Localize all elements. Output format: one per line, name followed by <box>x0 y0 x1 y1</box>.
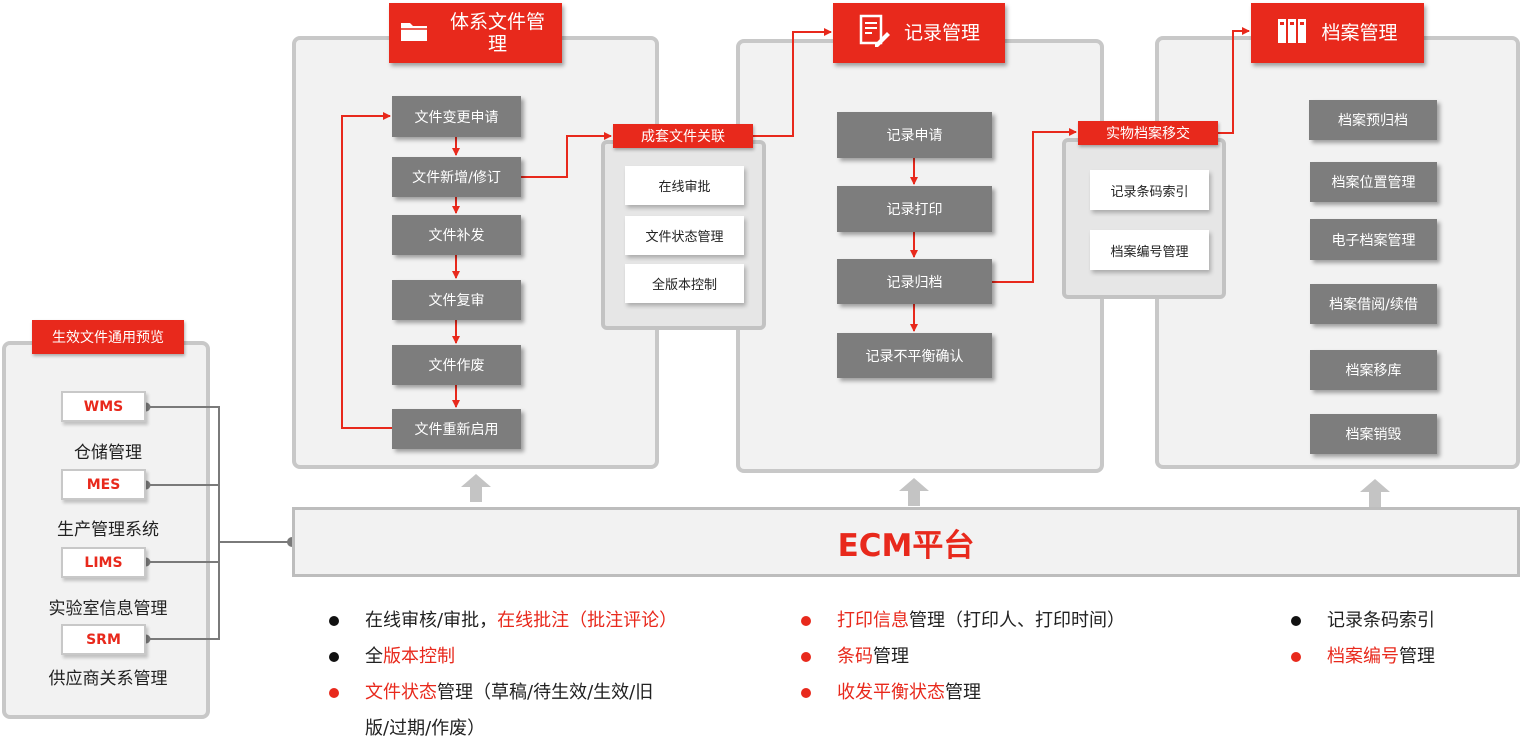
system-mes: MES <box>61 469 146 500</box>
features-list-archives: 记录条码索引 档案编号管理 <box>1291 603 1511 675</box>
binders-icon <box>1277 18 1307 49</box>
features-list-docs: 在线审核/审批，在线批注（批注评论） 全版本控制 文件状态管理（草稿/待生效/生… <box>329 603 729 747</box>
record-step-apply: 记录申请 <box>837 112 992 158</box>
list-item: 文件状态管理（草稿/待生效/生效/旧 <box>329 675 729 711</box>
system-lims: LIMS <box>61 547 146 578</box>
list-item: 打印信息管理（打印人、打印时间） <box>801 603 1181 639</box>
folder-icon <box>399 18 429 49</box>
list-item: 版/过期/作废） <box>365 718 486 739</box>
list-item: 档案编号管理 <box>1291 639 1511 675</box>
archive-item-electronic: 电子档案管理 <box>1310 219 1437 260</box>
list-item: 全版本控制 <box>329 639 729 675</box>
system-srm-name: 供应商关系管理 <box>48 669 168 689</box>
doc-step-reissue: 文件补发 <box>392 215 521 255</box>
record-step-imbalance-confirm: 记录不平衡确认 <box>837 333 992 378</box>
archive-item-destroy: 档案销毁 <box>1310 414 1437 454</box>
transfer-item-barcode-index: 记录条码索引 <box>1090 170 1209 210</box>
doc-step-add-revise: 文件新增/修订 <box>392 157 521 197</box>
list-item: 在线审核/审批，在线批注（批注评论） <box>329 603 729 639</box>
set-link-label: 成套文件关联 <box>613 124 753 148</box>
preview-title: 生效文件通用预览 <box>32 320 184 354</box>
record-mgmt-panel <box>736 39 1104 473</box>
transfer-label: 实物档案移交 <box>1078 121 1218 145</box>
ecm-platform-bar: ECM平台 <box>292 507 1520 577</box>
list-item: 收发平衡状态管理 <box>801 675 1181 711</box>
features-list-records: 打印信息管理（打印人、打印时间） 条码管理 收发平衡状态管理 <box>801 603 1181 711</box>
doc-step-obsolete: 文件作废 <box>392 345 521 385</box>
doc-step-change-request: 文件变更申请 <box>392 96 521 137</box>
archive-item-borrow: 档案借阅/续借 <box>1310 284 1437 324</box>
doc-step-reactivate: 文件重新启用 <box>392 409 521 449</box>
up-arrow-icon <box>1360 479 1390 507</box>
set-link-item-version-control: 全版本控制 <box>625 264 744 303</box>
transfer-item-archive-number: 档案编号管理 <box>1090 230 1209 270</box>
list-item: 记录条码索引 <box>1291 603 1511 639</box>
archive-item-move: 档案移库 <box>1310 350 1437 390</box>
system-mes-name: 生产管理系统 <box>57 520 159 540</box>
list-item: 条码管理 <box>801 639 1181 675</box>
system-lims-name: 实验室信息管理 <box>48 599 168 619</box>
archive-mgmt-title: 档案管理 <box>1251 3 1424 63</box>
system-srm: SRM <box>61 624 146 655</box>
up-arrow-icon <box>899 478 929 506</box>
up-arrow-icon <box>461 474 491 502</box>
record-step-print: 记录打印 <box>837 186 992 232</box>
doc-step-review: 文件复审 <box>392 280 521 320</box>
doc-mgmt-title: 体系文件管理 <box>389 3 562 63</box>
document-edit-icon <box>858 14 890 53</box>
record-step-archive: 记录归档 <box>837 259 992 304</box>
archive-item-pre-archive: 档案预归档 <box>1309 100 1437 140</box>
set-link-item-status-mgmt: 文件状态管理 <box>625 216 744 255</box>
archive-item-location: 档案位置管理 <box>1310 162 1437 202</box>
set-link-item-online-approval: 在线审批 <box>625 166 744 205</box>
record-mgmt-title: 记录管理 <box>833 3 1005 63</box>
system-wms-name: 仓储管理 <box>74 443 142 463</box>
system-wms: WMS <box>61 391 146 422</box>
